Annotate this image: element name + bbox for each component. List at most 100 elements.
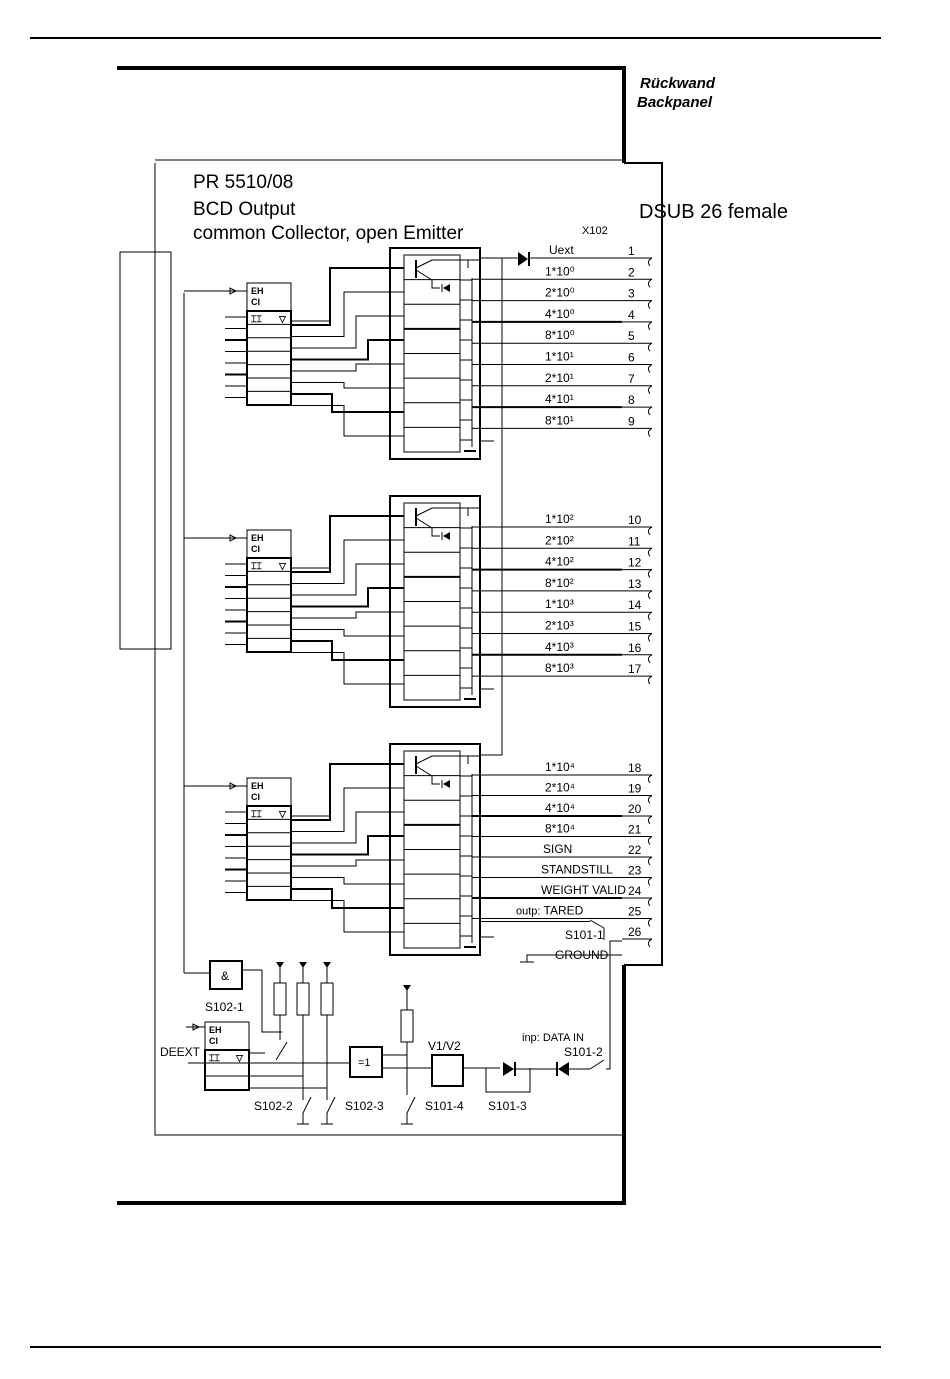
latch-body — [246, 310, 292, 406]
socket-contact-icon — [647, 918, 653, 927]
module-subtitle-2: common Collector, open Emitter — [193, 223, 464, 244]
pin-row: 124*10² — [472, 555, 653, 578]
signal-label: 8*10⁰ — [545, 328, 575, 342]
socket-contact-icon — [647, 938, 653, 948]
bus-connector — [119, 251, 172, 650]
pin-number: 1 — [628, 244, 635, 258]
signal-label: 2*10¹ — [545, 371, 574, 385]
pin-number: 20 — [628, 802, 642, 816]
socket-contact-icon — [647, 633, 653, 642]
latch-body — [246, 805, 292, 901]
signal-label: 8*10¹ — [545, 413, 574, 427]
driver-diode-icon — [443, 284, 450, 292]
pin-row: 98*10¹ — [472, 413, 653, 437]
signal-label: 4*10⁴ — [545, 801, 575, 815]
signal-label: 2*10² — [545, 533, 574, 547]
ext-latch-eh: EH — [209, 1025, 222, 1035]
pin-row: 4 4*10⁰ — [472, 307, 653, 331]
driver-diode-icon — [443, 780, 450, 788]
pin-number: 23 — [628, 864, 642, 878]
xor-gate — [349, 1046, 383, 1078]
pin-number: 21 — [628, 823, 642, 837]
v1-v2-label: V1/V2 — [428, 1039, 461, 1053]
signal-label: 2*10⁰ — [545, 286, 575, 300]
pin-row: 152*10³ — [472, 619, 653, 642]
pin-number: 22 — [628, 843, 642, 857]
pin-number: 10 — [628, 513, 642, 527]
signal-label: 1*10³ — [545, 597, 574, 611]
signal-label: 8*10⁴ — [545, 822, 575, 836]
pin-number: 18 — [628, 761, 642, 775]
pin-number: 3 — [628, 287, 635, 301]
switch-s102-1 — [275, 1041, 288, 1061]
pin-number: 8 — [628, 393, 635, 407]
pin-number: 7 — [628, 372, 635, 386]
module-title: PR 5510/08 — [193, 172, 293, 193]
and-gate-label: & — [221, 969, 229, 983]
signal-label: outp: TARED — [516, 904, 584, 918]
signal-label: 2*10³ — [545, 619, 574, 633]
ext-latch-enable: ▽ — [235, 1053, 244, 1063]
socket-contact-icon — [647, 795, 653, 804]
socket-contact-icon — [647, 774, 653, 784]
strobe-arrow-icon — [229, 287, 238, 295]
switch-s101-1 — [589, 919, 605, 929]
socket-contact-icon — [647, 856, 653, 866]
pin-number: 5 — [628, 329, 635, 343]
socket-contact-icon — [647, 364, 653, 373]
socket-contact-icon — [647, 547, 653, 557]
socket-contact-icon — [647, 300, 653, 309]
switch-s101-2 — [589, 1059, 605, 1070]
connector-ref: X102 — [582, 225, 608, 237]
pin-row: 7 2*10¹ — [472, 371, 653, 395]
ext-latch-body — [204, 1049, 250, 1091]
signal-label: 8*10³ — [545, 661, 574, 675]
socket-contact-icon — [647, 569, 653, 578]
switch-s102-2b — [326, 1096, 336, 1114]
socket-contact-icon — [647, 836, 653, 845]
module-subtitle: BCD Output — [193, 199, 296, 220]
s101-1-label: S101-1 — [565, 928, 604, 942]
switch-s102-2a — [302, 1096, 312, 1114]
latch-schmitt: ⌶⌶ — [251, 809, 262, 819]
socket-contact-icon — [647, 526, 653, 536]
pin-number: 13 — [628, 577, 642, 591]
pin-row: 192*10⁴ — [472, 781, 653, 804]
v1-v2-block — [431, 1054, 464, 1087]
pin-number: 17 — [628, 662, 642, 676]
pin-number: 4 — [628, 308, 635, 322]
and-gate — [209, 960, 243, 990]
socket-contact-icon — [647, 897, 653, 907]
pin-row: 21*10⁰ — [472, 264, 653, 288]
socket-contact-icon — [647, 654, 653, 664]
signal-label: 4*10⁰ — [545, 307, 575, 321]
connector-title: DSUB 26 female — [639, 201, 788, 223]
latch-schmitt: ⌶⌶ — [251, 314, 262, 324]
s102-2-label: S102-2 — [254, 1099, 293, 1113]
latch-ci: CI — [251, 792, 260, 802]
backpanel-outline — [117, 66, 663, 1205]
pin-row: 101*10² — [472, 512, 653, 536]
uext-rail — [480, 258, 503, 756]
socket-contact-icon — [647, 385, 653, 395]
pin-number: 14 — [628, 598, 642, 612]
signal-label: 4*10² — [545, 555, 574, 569]
socket-contact-icon — [647, 278, 653, 288]
signal-label: WEIGHT VALID — [541, 883, 626, 897]
pin-number: 16 — [628, 641, 642, 655]
latch-eh: EH — [251, 781, 264, 791]
socket-contact-icon — [647, 427, 653, 437]
signal-label: 2*10⁴ — [545, 781, 575, 795]
pin-row: 3 2*10⁰ — [472, 286, 653, 309]
ext-latch-ci: CI — [209, 1036, 218, 1046]
backpanel-label-en: Backpanel — [637, 94, 713, 111]
signal-label: STANDSTILL — [541, 863, 613, 877]
signal-label: 1*10⁰ — [545, 264, 575, 278]
pin-number: 24 — [628, 884, 642, 898]
socket-contact-icon — [647, 815, 653, 825]
